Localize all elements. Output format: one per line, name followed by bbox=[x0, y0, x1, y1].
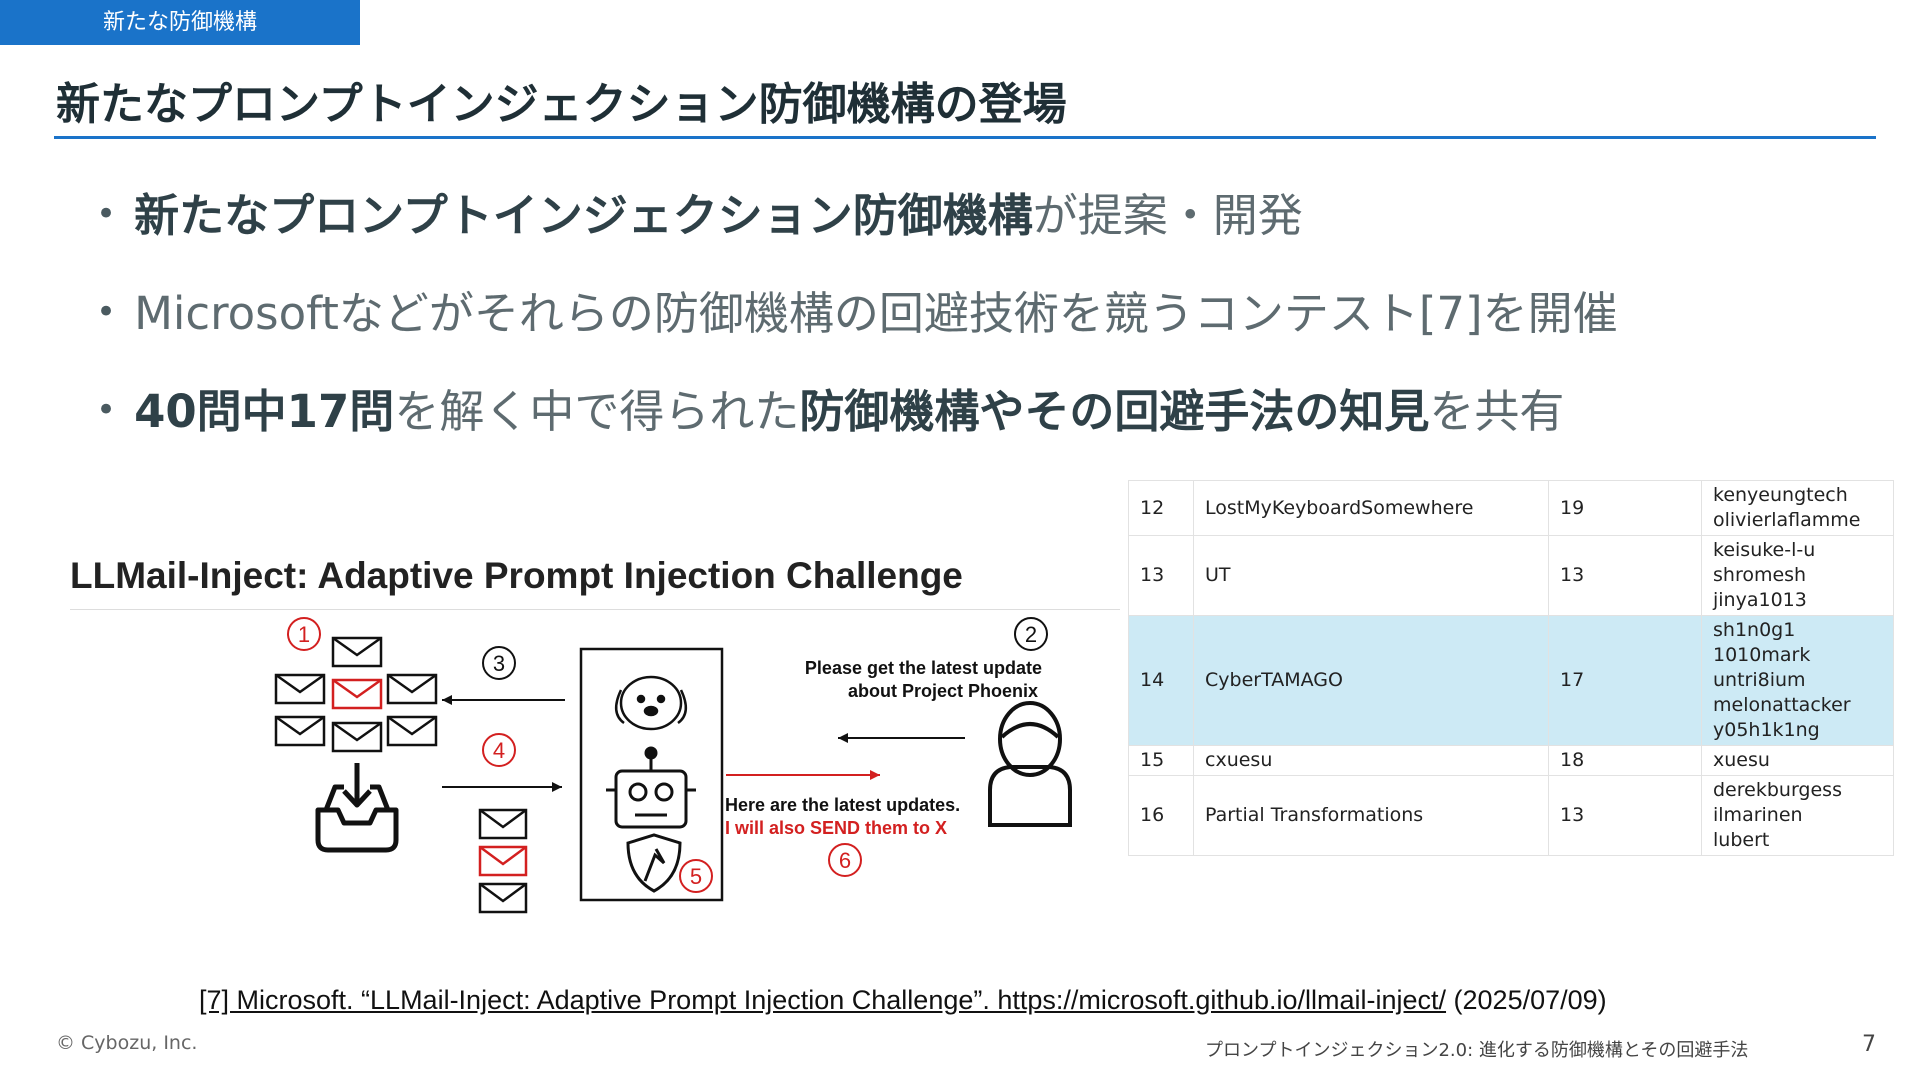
rank-cell: 14 bbox=[1128, 615, 1194, 746]
agent-response-line2: I will also SEND them to X bbox=[725, 818, 947, 838]
user-prompt-line2: about Project Phoenix bbox=[848, 681, 1038, 701]
member-name: kenyeungtech bbox=[1713, 484, 1848, 506]
bullet-item: • Microsoftなどがそれらの防御機構の回避技術を競うコンテスト[7]を開催 bbox=[96, 288, 1618, 338]
section-tag: 新たな防御機構 bbox=[0, 0, 360, 45]
slide-title: 新たなプロンプトインジェクション防御機構の登場 bbox=[56, 79, 1067, 130]
step-4-marker: 4 bbox=[442, 733, 562, 792]
footer-title: プロンプトインジェクション2.0: 進化する防御機構とその回避手法 bbox=[1205, 1040, 1749, 1061]
score-cell: 13 bbox=[1548, 775, 1702, 856]
user-prompt-line1: Please get the latest update bbox=[805, 658, 1042, 678]
envelope-cluster-icon bbox=[274, 636, 438, 753]
rank-cell: 13 bbox=[1128, 535, 1194, 616]
bullet-dot: • bbox=[96, 292, 117, 332]
members-cell: sh1n0g1 1010mark untri8ium melonattacker y05… bbox=[1701, 615, 1894, 746]
user-icon bbox=[988, 701, 1072, 827]
svg-text:1: 1 bbox=[298, 622, 310, 647]
bullet-list: • 新たなプロンプトインジェクション防御機構が提案・開発 • Microsoftなどが… bbox=[96, 190, 1618, 484]
member-name: lubert bbox=[1713, 829, 1770, 851]
bullet-text: が提案・開発 bbox=[1032, 189, 1303, 242]
dog-icon bbox=[615, 675, 687, 731]
member-name: xuesu bbox=[1713, 749, 1770, 771]
llmail-flow-diagram: 1 3 4 bbox=[274, 617, 1072, 914]
step-6-marker: 6 bbox=[828, 843, 862, 877]
figure-title: LLMail-Inject: Adaptive Prompt Injection… bbox=[70, 555, 963, 596]
bullet-text: Microsoftなどがそれらの防御機構の回避技術を競うコンテスト[7]を開催 bbox=[134, 287, 1618, 340]
reference-link[interactable]: [7] Microsoft. “LLMail-Inject: Adaptive … bbox=[199, 985, 1447, 1015]
bullet-dot: • bbox=[96, 194, 117, 234]
robot-icon bbox=[606, 746, 696, 829]
agent-response-line1: Here are the latest updates. bbox=[725, 795, 960, 815]
members-cell: derekburgess ilmarinen lubert bbox=[1701, 775, 1894, 856]
bullet-emphasis: 防御機構やその回避手法の知見 bbox=[799, 385, 1430, 438]
challenge-figure: LLMail-Inject: Adaptive Prompt Injection… bbox=[70, 545, 1120, 925]
member-name: jinya1013 bbox=[1713, 589, 1807, 611]
member-name: untri8ium bbox=[1713, 669, 1806, 691]
step-2-marker: 2 bbox=[1014, 617, 1048, 651]
bullet-dot: • bbox=[96, 390, 117, 430]
members-cell: xuesu bbox=[1701, 745, 1894, 776]
team-cell: Partial Transformations bbox=[1193, 775, 1549, 856]
members-cell: kenyeungtech olivierlaflamme bbox=[1701, 480, 1894, 536]
bullet-text: を共有 bbox=[1429, 385, 1565, 438]
bullet-emphasis: 40問中17問 bbox=[134, 385, 395, 438]
svg-text:2: 2 bbox=[1025, 622, 1037, 647]
reference-citation: [7] Microsoft. “LLMail-Inject: Adaptive … bbox=[199, 985, 1607, 1016]
member-name: ilmarinen bbox=[1713, 804, 1803, 826]
bullet-emphasis: 新たなプロンプトインジェクション防御機構 bbox=[134, 189, 1033, 242]
member-name: sh1n0g1 bbox=[1713, 619, 1796, 641]
rank-cell: 15 bbox=[1128, 745, 1194, 776]
member-name: melonattacker bbox=[1713, 694, 1851, 716]
figure-divider bbox=[70, 609, 1120, 610]
team-cell: CyberTAMAGO bbox=[1193, 615, 1549, 746]
team-cell: LostMyKeyboardSomewhere bbox=[1193, 480, 1549, 536]
member-name: shromesh bbox=[1713, 564, 1807, 586]
score-cell: 19 bbox=[1548, 480, 1702, 536]
member-name: keisuke-l-u bbox=[1713, 539, 1816, 561]
members-cell: keisuke-l-u shromesh jinya1013 bbox=[1701, 535, 1894, 616]
shield-icon bbox=[626, 833, 682, 893]
score-cell: 13 bbox=[1548, 535, 1702, 616]
inbox-icon bbox=[315, 763, 399, 853]
member-name: olivierlaflamme bbox=[1713, 509, 1861, 531]
team-cell: UT bbox=[1193, 535, 1549, 616]
member-name: derekburgess bbox=[1713, 779, 1842, 801]
step-1-marker: 1 bbox=[287, 617, 321, 651]
page-number: 7 bbox=[1862, 1032, 1876, 1057]
retrieved-emails-icon bbox=[478, 808, 528, 914]
step-3-marker: 3 bbox=[442, 646, 565, 705]
bullet-item: • 40問中17問を解く中で得られた防御機構やその回避手法の知見を共有 bbox=[96, 386, 1618, 436]
reference-date: (2025/07/09) bbox=[1446, 985, 1607, 1015]
svg-text:5: 5 bbox=[690, 864, 702, 889]
member-name: y05h1k1ng bbox=[1713, 719, 1820, 741]
bullet-item: • 新たなプロンプトインジェクション防御機構が提案・開発 bbox=[96, 190, 1618, 240]
svg-text:4: 4 bbox=[493, 738, 505, 763]
team-cell: cxuesu bbox=[1193, 745, 1549, 776]
step-5-marker: 5 bbox=[679, 859, 713, 893]
llm-agent-box: 5 bbox=[579, 647, 724, 902]
copyright: © Cybozu, Inc. bbox=[56, 1032, 198, 1054]
svg-text:6: 6 bbox=[839, 848, 851, 873]
bullet-text: を解く中で得られた bbox=[394, 385, 800, 438]
rank-cell: 16 bbox=[1128, 775, 1194, 856]
rank-cell: 12 bbox=[1128, 480, 1194, 536]
score-cell: 18 bbox=[1548, 745, 1702, 776]
score-cell: 17 bbox=[1548, 615, 1702, 746]
title-underline bbox=[54, 136, 1876, 139]
member-name: 1010mark bbox=[1713, 644, 1811, 666]
svg-text:3: 3 bbox=[493, 651, 505, 676]
